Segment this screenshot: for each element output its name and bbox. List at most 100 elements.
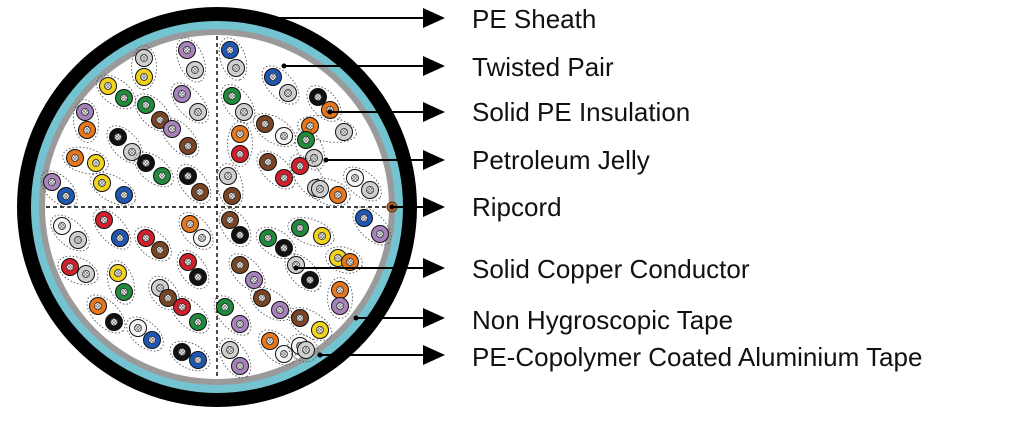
copper-conductor [156,284,164,292]
copper-conductor [266,337,274,345]
twisted-pair [176,164,212,204]
twisted-pair [287,333,319,363]
copper-conductor [232,64,240,72]
leader-ripcord-dot [389,204,395,210]
pair-binder-outline [218,207,252,248]
twisted-pair [170,82,210,124]
pair-binder-outline [216,163,244,209]
pair-binder-outline [218,37,248,81]
copper-conductor [120,191,128,199]
twisted-pair [62,146,109,175]
pair-binder-outline [126,316,164,352]
copper-conductor [264,234,272,242]
copper-conductor [74,236,82,244]
copper-conductor [184,258,192,266]
copper-conductor [296,314,304,322]
twisted-pair [249,286,293,322]
copper-conductor [236,231,244,239]
pair-binder-outline [106,260,136,305]
copper-conductor [178,303,186,311]
copper-conductor [228,92,236,100]
pair-binder-outline [255,226,297,260]
copper-conductor [142,234,150,242]
copper-conductor [184,172,192,180]
twisted-pair [176,37,206,83]
pair-binder-outline [176,37,206,83]
pair-binder-outline [256,150,296,190]
pair-binder-outline [134,151,174,188]
twisted-pair [284,253,322,292]
pair-binder-outline [289,154,327,200]
leader-solid-pe-insulation-dot [327,109,333,115]
copper-conductor [226,216,234,224]
pair-binder-outline [89,172,137,206]
copper-conductor [194,318,202,326]
copper-conductor [261,120,269,128]
pair-binder-outline [287,217,335,247]
copper-conductor [62,192,70,200]
copper-conductor [140,73,148,81]
twisted-pair [297,115,357,143]
pair-binder-outline [134,226,172,262]
twisted-pair [218,207,252,248]
twisted-pair [131,45,157,90]
copper-conductor [346,258,354,266]
twisted-pair [252,113,297,147]
copper-conductor [120,94,128,102]
pair-binder-outline [261,65,300,105]
twisted-pair [96,74,136,110]
copper-conductor [184,142,192,150]
copper-conductor [360,214,368,222]
label-petroleum-jelly: Petroleum Jelly [472,145,650,175]
pair-binder-outline [325,246,363,274]
leader-pe-sheath-dot [253,15,259,21]
copper-conductor [164,294,172,302]
leader-aluminium-tape-dot [317,352,323,358]
pair-binder-outline [72,99,100,143]
twisted-pair [255,226,297,260]
copper-conductor [66,263,74,271]
copper-conductor [114,269,122,277]
copper-conductor [240,108,248,116]
pair-binder-outline [220,84,256,124]
twisted-pair [325,246,363,274]
pair-binder-outline [176,249,210,290]
twisted-pair [106,260,136,305]
pair-binder-outline [307,177,351,207]
copper-conductor [236,362,244,370]
copper-conductor [280,174,288,182]
leader-solid-copper-conductor-arrowhead [423,258,445,278]
leader-twisted-pair-dot [281,63,287,69]
copper-conductor [236,150,244,158]
pair-binder-outline [252,113,297,147]
copper-conductor [280,244,288,252]
copper-conductor [81,108,89,116]
pair-binder-outline [50,214,90,252]
copper-conductor [221,303,229,311]
pair-binder-outline [92,208,132,250]
copper-conductor [296,224,304,232]
twisted-pair [227,121,253,167]
copper-conductor [336,286,344,294]
twisted-pair [160,117,200,158]
copper-conductor [92,159,100,167]
copper-conductor [316,185,324,193]
copper-conductor [186,220,194,228]
twisted-pair [106,125,144,164]
copper-conductor [116,234,124,242]
pair-binder-outline [352,206,392,246]
leader-non-hygroscopic-tape-dot [353,315,359,321]
copper-conductor [198,234,206,242]
copper-conductor [194,356,202,364]
twisted-pair [216,163,244,209]
copper-conductor [158,172,166,180]
copper-conductor [376,230,384,238]
copper-conductor [58,222,66,230]
copper-conductor [140,54,148,62]
copper-conductor [110,318,118,326]
label-solid-pe-insulation: Solid PE Insulation [472,97,691,127]
copper-conductor [226,346,234,354]
copper-conductor [302,136,310,144]
copper-conductor [228,192,236,200]
